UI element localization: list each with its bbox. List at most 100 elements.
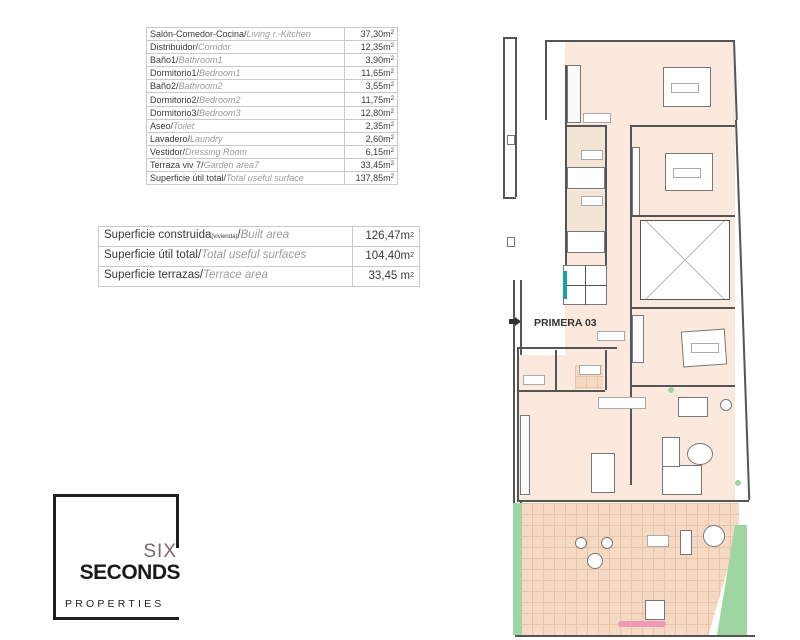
sofa <box>662 437 680 467</box>
room-area-cell: 11,65m2 <box>344 66 398 81</box>
interior-wall <box>517 390 605 392</box>
dining-table <box>591 453 615 493</box>
room-name-cell: Distribuidor/Corridor <box>146 40 345 55</box>
room-table-row: Dormitorio2/Bedroom2 11,75m2 <box>146 92 398 107</box>
interior-wall <box>630 125 632 485</box>
coffee-table <box>687 443 713 465</box>
room-name-en: Bedroom2 <box>199 94 241 105</box>
room-area-cell: 137,85m2 <box>344 171 398 186</box>
room-area-value: 6,15m <box>365 146 391 157</box>
logo-seconds: SECONDS <box>79 561 181 584</box>
room-area-value: 33,45m <box>360 159 391 170</box>
room-name-es: Baño1/ <box>150 55 179 66</box>
unit-superscript: 2 <box>390 43 394 50</box>
exterior-wall <box>735 120 751 500</box>
room-name-en: Bathroom1 <box>178 55 223 66</box>
room-name-en: Bedroom3 <box>199 107 241 118</box>
room-name-cell: Dormitorio3/Bedroom3 <box>146 105 345 120</box>
room-label-bathroom1 <box>581 150 603 160</box>
garden-table <box>587 553 603 569</box>
logo-frame <box>53 494 179 497</box>
kitchen-counter <box>520 415 530 495</box>
garden-chair <box>601 537 613 549</box>
entry-arrow-icon <box>509 317 521 326</box>
interior-wall <box>605 125 607 285</box>
interior-wall <box>565 65 567 305</box>
room-area-cell: 6,15m2 <box>344 144 398 159</box>
room-area-value: 37,30m <box>360 29 391 40</box>
room-name-es: Distribuidor/ <box>150 42 199 53</box>
sofa <box>662 465 702 495</box>
unit-superscript: 2 <box>390 69 394 76</box>
interior-wall <box>630 125 735 127</box>
room-area-value: 3,90m <box>365 55 391 66</box>
room-name-cell: Vestidor/Dressing Room <box>146 144 345 159</box>
area-value-cell: 33,45 m2 <box>352 266 420 287</box>
area-name-cell: Superficie terrazas/Terrace area <box>98 266 353 287</box>
exterior-wall <box>517 347 519 502</box>
floor-plan: PRIMERA 03 <box>495 25 770 640</box>
plant <box>668 387 674 393</box>
logo-properties: PROPERTIES <box>65 598 165 610</box>
area-name-en: Terrace area <box>203 269 268 281</box>
room-area-value: 3,55m <box>365 81 391 92</box>
shower <box>567 231 605 253</box>
room-name-es: Terraza viv 7/ <box>150 159 204 170</box>
garden-chair <box>575 537 587 549</box>
interior-wall <box>517 347 617 349</box>
room-label-terrace <box>647 535 669 547</box>
interior-wall <box>565 125 605 127</box>
area-value: 126,47m <box>365 230 411 242</box>
interior-wall <box>630 215 735 217</box>
unit-superscript: 2 <box>390 174 394 181</box>
stair-line <box>585 265 586 305</box>
armchair <box>678 397 708 417</box>
room-area-value: 12,35m <box>360 42 391 53</box>
unit-superscript: 2 <box>390 95 394 102</box>
unit-superscript: 2 <box>390 147 394 154</box>
unit-superscript: 2 <box>390 134 394 141</box>
exterior-wall <box>545 40 547 120</box>
room-name-es: Dormitorio2/ <box>150 94 200 105</box>
outer-wall <box>503 197 516 199</box>
room-label-bathroom2 <box>581 196 603 206</box>
unit-superscript: 2 <box>410 272 414 279</box>
outer-wall <box>503 37 505 197</box>
room-label-bedroom1 <box>671 83 699 93</box>
unit-superscript: 2 <box>390 82 394 89</box>
room-area-value: 11,75m <box>361 94 391 105</box>
area-name-cell: Superficie construida(vivienda)/Built ar… <box>98 226 353 247</box>
room-name-cell: Baño2/Bathroom2 <box>146 79 345 94</box>
room-area-cell: 37,30m2 <box>344 26 398 42</box>
room-area-cell: 3,90m2 <box>344 53 398 68</box>
room-label-corridor <box>597 331 625 341</box>
area-table-row: Superficie construida(vivienda)/Built ar… <box>98 226 420 247</box>
room-name-cell: Salón-Comedor-Cocina/Living r.-Kitchen <box>146 26 345 42</box>
unit-superscript: 2 <box>390 160 394 167</box>
room-area-value: 2,60m <box>365 133 391 144</box>
wardrobe <box>632 147 640 217</box>
unit-superscript: 2 <box>390 108 394 115</box>
room-label-toilet <box>579 365 601 375</box>
bathroom1-floor <box>567 127 605 167</box>
room-label-dressing <box>583 113 611 123</box>
room-area-cell: 3,55m2 <box>344 79 398 94</box>
room-name-en: Dressing Room <box>185 146 248 157</box>
room-name-cell: Superficie útil total/Total useful surfa… <box>146 171 345 186</box>
room-label-living <box>598 397 646 409</box>
room-label-bedroom3 <box>691 343 719 353</box>
room-area-cell: 12,35m2 <box>344 40 398 55</box>
room-area-cell: 2,35m2 <box>344 118 398 133</box>
plant <box>735 480 741 486</box>
room-name-en: Laundry <box>190 133 223 144</box>
area-name-en: Built area <box>240 229 290 241</box>
flower-bed <box>618 621 666 627</box>
exterior-wall <box>517 500 749 502</box>
